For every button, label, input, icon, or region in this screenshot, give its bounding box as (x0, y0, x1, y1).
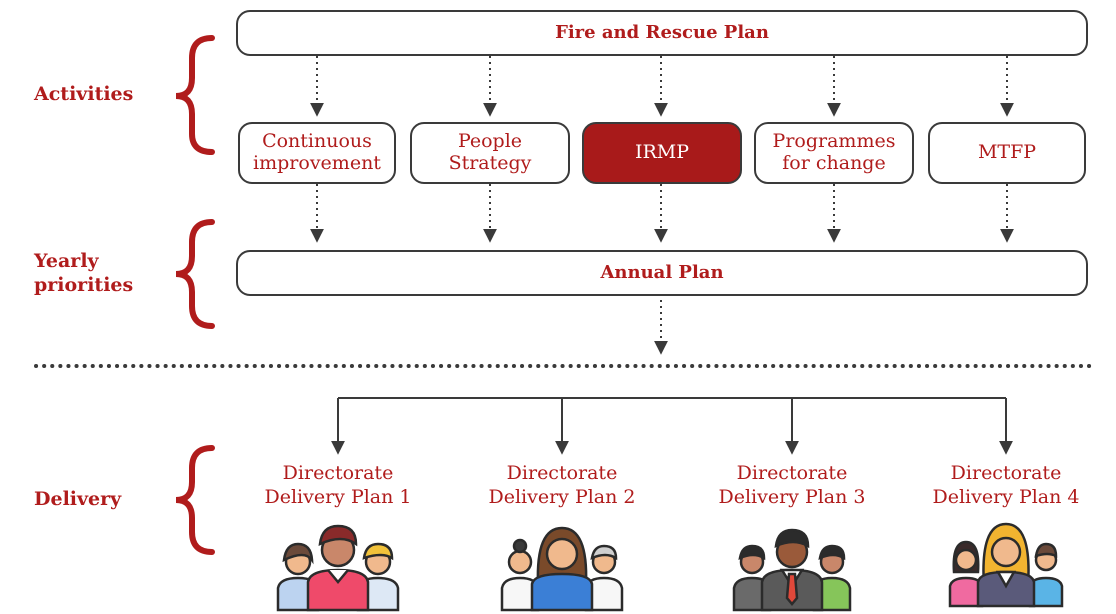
section-label-activities: Activities (34, 83, 134, 105)
team-icon (500, 526, 624, 612)
annual-plan-box: Annual Plan (236, 250, 1088, 296)
activity-box-people-strategy: People Strategy (410, 122, 570, 184)
activity-box-mtfp: MTFP (928, 122, 1086, 184)
activity-box-programmes-for-change: Programmes for change (754, 122, 914, 184)
activity-label: Programmes for change (772, 130, 896, 174)
directorate-plan-3-label: Directorate Delivery Plan 3 (718, 462, 866, 508)
team-icon (276, 524, 400, 612)
team-icon (732, 528, 852, 612)
activity-label: People Strategy (448, 130, 532, 174)
fire-and-rescue-plan-box: Fire and Rescue Plan (236, 10, 1088, 56)
activity-box-irmp: IRMP (582, 122, 742, 184)
section-label-yearly-priorities: Yearly priorities (34, 250, 134, 296)
activity-box-continuous-improvement: Continuous improvement (238, 122, 396, 184)
activity-label: IRMP (634, 141, 690, 164)
activity-label: Continuous improvement (253, 130, 381, 174)
activities-brace (175, 35, 215, 155)
activity-label: MTFP (977, 141, 1037, 164)
directorate-plan-1-label: Directorate Delivery Plan 1 (264, 462, 412, 508)
yearly-priorities-brace (175, 219, 215, 329)
directorate-plan-2-label: Directorate Delivery Plan 2 (488, 462, 636, 508)
annual-plan-label: Annual Plan (600, 261, 724, 283)
delivery-brace (175, 445, 215, 555)
fire-and-rescue-plan-label: Fire and Rescue Plan (555, 21, 769, 43)
team-icon (948, 522, 1064, 608)
directorate-plan-4-label: Directorate Delivery Plan 4 (932, 462, 1080, 508)
section-label-delivery: Delivery (34, 488, 122, 510)
